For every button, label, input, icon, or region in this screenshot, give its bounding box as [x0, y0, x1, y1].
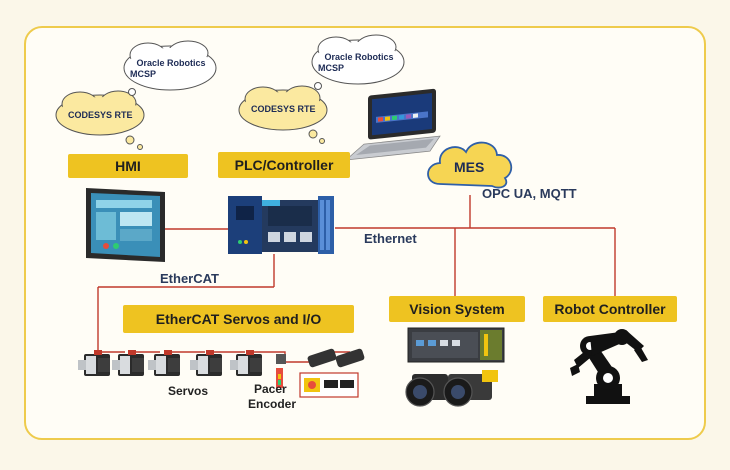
hmi-mcsp-cloud [123, 40, 217, 96]
servo-motor-icon [78, 350, 110, 376]
hmi-panel-icon [86, 188, 165, 262]
servos-label: Servos [168, 384, 209, 398]
hmi-mcsp-text: Oracle Robotics MCSP [130, 58, 212, 80]
ethercat-label: EtherCAT [160, 271, 219, 286]
mes-label: MES [454, 159, 485, 175]
plc-mcsp-line2: MCSP [318, 63, 345, 73]
plc-mcsp-cloud [311, 34, 405, 90]
plc-mcsp-line1: Oracle Robotics [324, 52, 394, 62]
protocols-label: OPC UA, MQTT [482, 186, 577, 201]
servo-motor-icon [230, 350, 262, 376]
vision-system-label: Vision System [389, 296, 525, 322]
robot-arm-icon [570, 329, 648, 404]
plc-controller-icon [228, 196, 334, 254]
servo-group [78, 350, 262, 376]
io-module-icon [276, 348, 365, 398]
vision-pc-icon [407, 327, 505, 363]
encoder-label: Encoder [248, 397, 297, 411]
hmi-rte-text: CODESYS RTE [68, 110, 133, 120]
ethernet-label: Ethernet [364, 231, 417, 246]
hmi-mcsp-line1: Oracle Robotics [136, 58, 206, 68]
plc-mcsp-text: Oracle Robotics MCSP [318, 52, 400, 74]
hmi-rte-cloud [55, 90, 145, 150]
servo-motor-icon [190, 350, 222, 376]
plc-rte-cloud [238, 85, 328, 144]
plc-label: PLC/Controller [218, 152, 350, 178]
servo-motor-icon [112, 350, 144, 376]
pacer-label: Pacer [254, 382, 287, 396]
servo-motor-icon [148, 350, 180, 376]
hmi-mcsp-line2: MCSP [130, 69, 157, 79]
robot-controller-label: Robot Controller [543, 296, 677, 322]
hmi-label: HMI [68, 154, 188, 178]
servos-io-label: EtherCAT Servos and I/O [123, 305, 354, 333]
camera-icon [405, 370, 498, 407]
cloud-icon [427, 141, 513, 189]
laptop-icon [344, 88, 441, 161]
plc-rte-text: CODESYS RTE [251, 104, 316, 114]
